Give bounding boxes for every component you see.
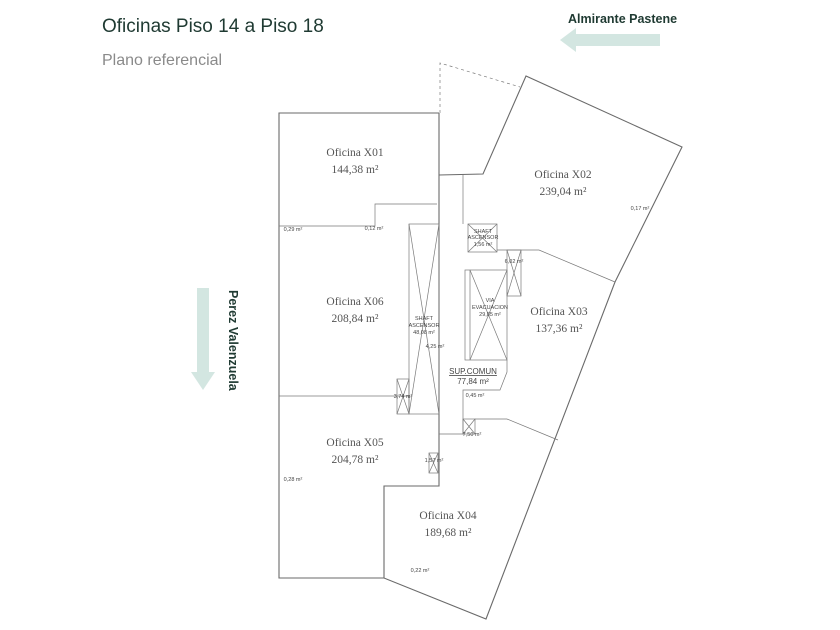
office-x05-name: Oficina X05 (326, 437, 383, 449)
shaft-small-label-2: ASCENSOR (468, 235, 499, 241)
shaft-main-area: 48,08 m² (413, 330, 435, 336)
shaft-small-box (396, 378, 410, 415)
office-x04-name: Oficina X04 (419, 510, 476, 522)
small-area: 7,50 m² (463, 432, 482, 438)
shaft-main-label-1: SHAFT (415, 316, 434, 322)
sup-comun-label: SUP.COMUN (449, 367, 497, 376)
office-x04-area: 189,68 m² (425, 527, 472, 539)
office-x02-name: Oficina X02 (534, 169, 591, 181)
page-title: Oficinas Piso 14 a Piso 18 (102, 16, 324, 37)
via-label-2: EVACUACION (472, 305, 508, 311)
duct-602 (506, 249, 522, 297)
office-x01-name: Oficina X01 (326, 147, 383, 159)
office-x06-name: Oficina X06 (326, 296, 383, 308)
office-x03-area: 137,36 m² (536, 323, 583, 335)
walls (278, 62, 683, 620)
shaft-ascensor-small (467, 223, 498, 253)
office-x06-area: 208,84 m² (332, 313, 379, 325)
small-area: 0,45 m² (466, 393, 485, 399)
small-area: 0,29 m² (284, 227, 303, 233)
shaft-small-label-1: SHAFT (474, 229, 493, 235)
arrow-down-icon (191, 288, 215, 390)
shaft-small-area: 1,56 m² (474, 242, 493, 248)
office-x02-area: 239,04 m² (540, 186, 587, 198)
shaft-main-label-2: ASCENSOR (409, 323, 440, 329)
small-area: 0,22 m² (411, 568, 430, 574)
duct-157 (428, 452, 439, 474)
office-x05-area: 204,78 m² (332, 454, 379, 466)
small-area: 0,12 m² (365, 226, 384, 232)
via-area: 29,85 m² (479, 312, 501, 318)
small-area: 3,74 m² (394, 394, 413, 400)
duct-750 (462, 418, 476, 435)
page-subtitle: Plano referencial (102, 52, 223, 69)
office-x01-area: 144,38 m² (332, 164, 379, 176)
via-label-1: VIA (486, 298, 495, 304)
sup-comun-area: 77,84 m² (457, 377, 489, 386)
small-area: 6,02 m² (505, 259, 524, 265)
via-evacuacion (464, 269, 508, 361)
small-area: 4,25 m² (426, 344, 445, 350)
street-label-left: Perez Valenzuela (226, 290, 240, 391)
arrow-left-icon (560, 28, 660, 52)
office-x03-name: Oficina X03 (530, 306, 587, 318)
shaft-ascensor-main (408, 223, 440, 415)
small-area: 0,28 m² (284, 477, 303, 483)
small-area: 0,17 m² (631, 206, 650, 212)
small-area: 1,57 m² (425, 458, 444, 464)
street-label-top: Almirante Pastene (568, 12, 678, 26)
